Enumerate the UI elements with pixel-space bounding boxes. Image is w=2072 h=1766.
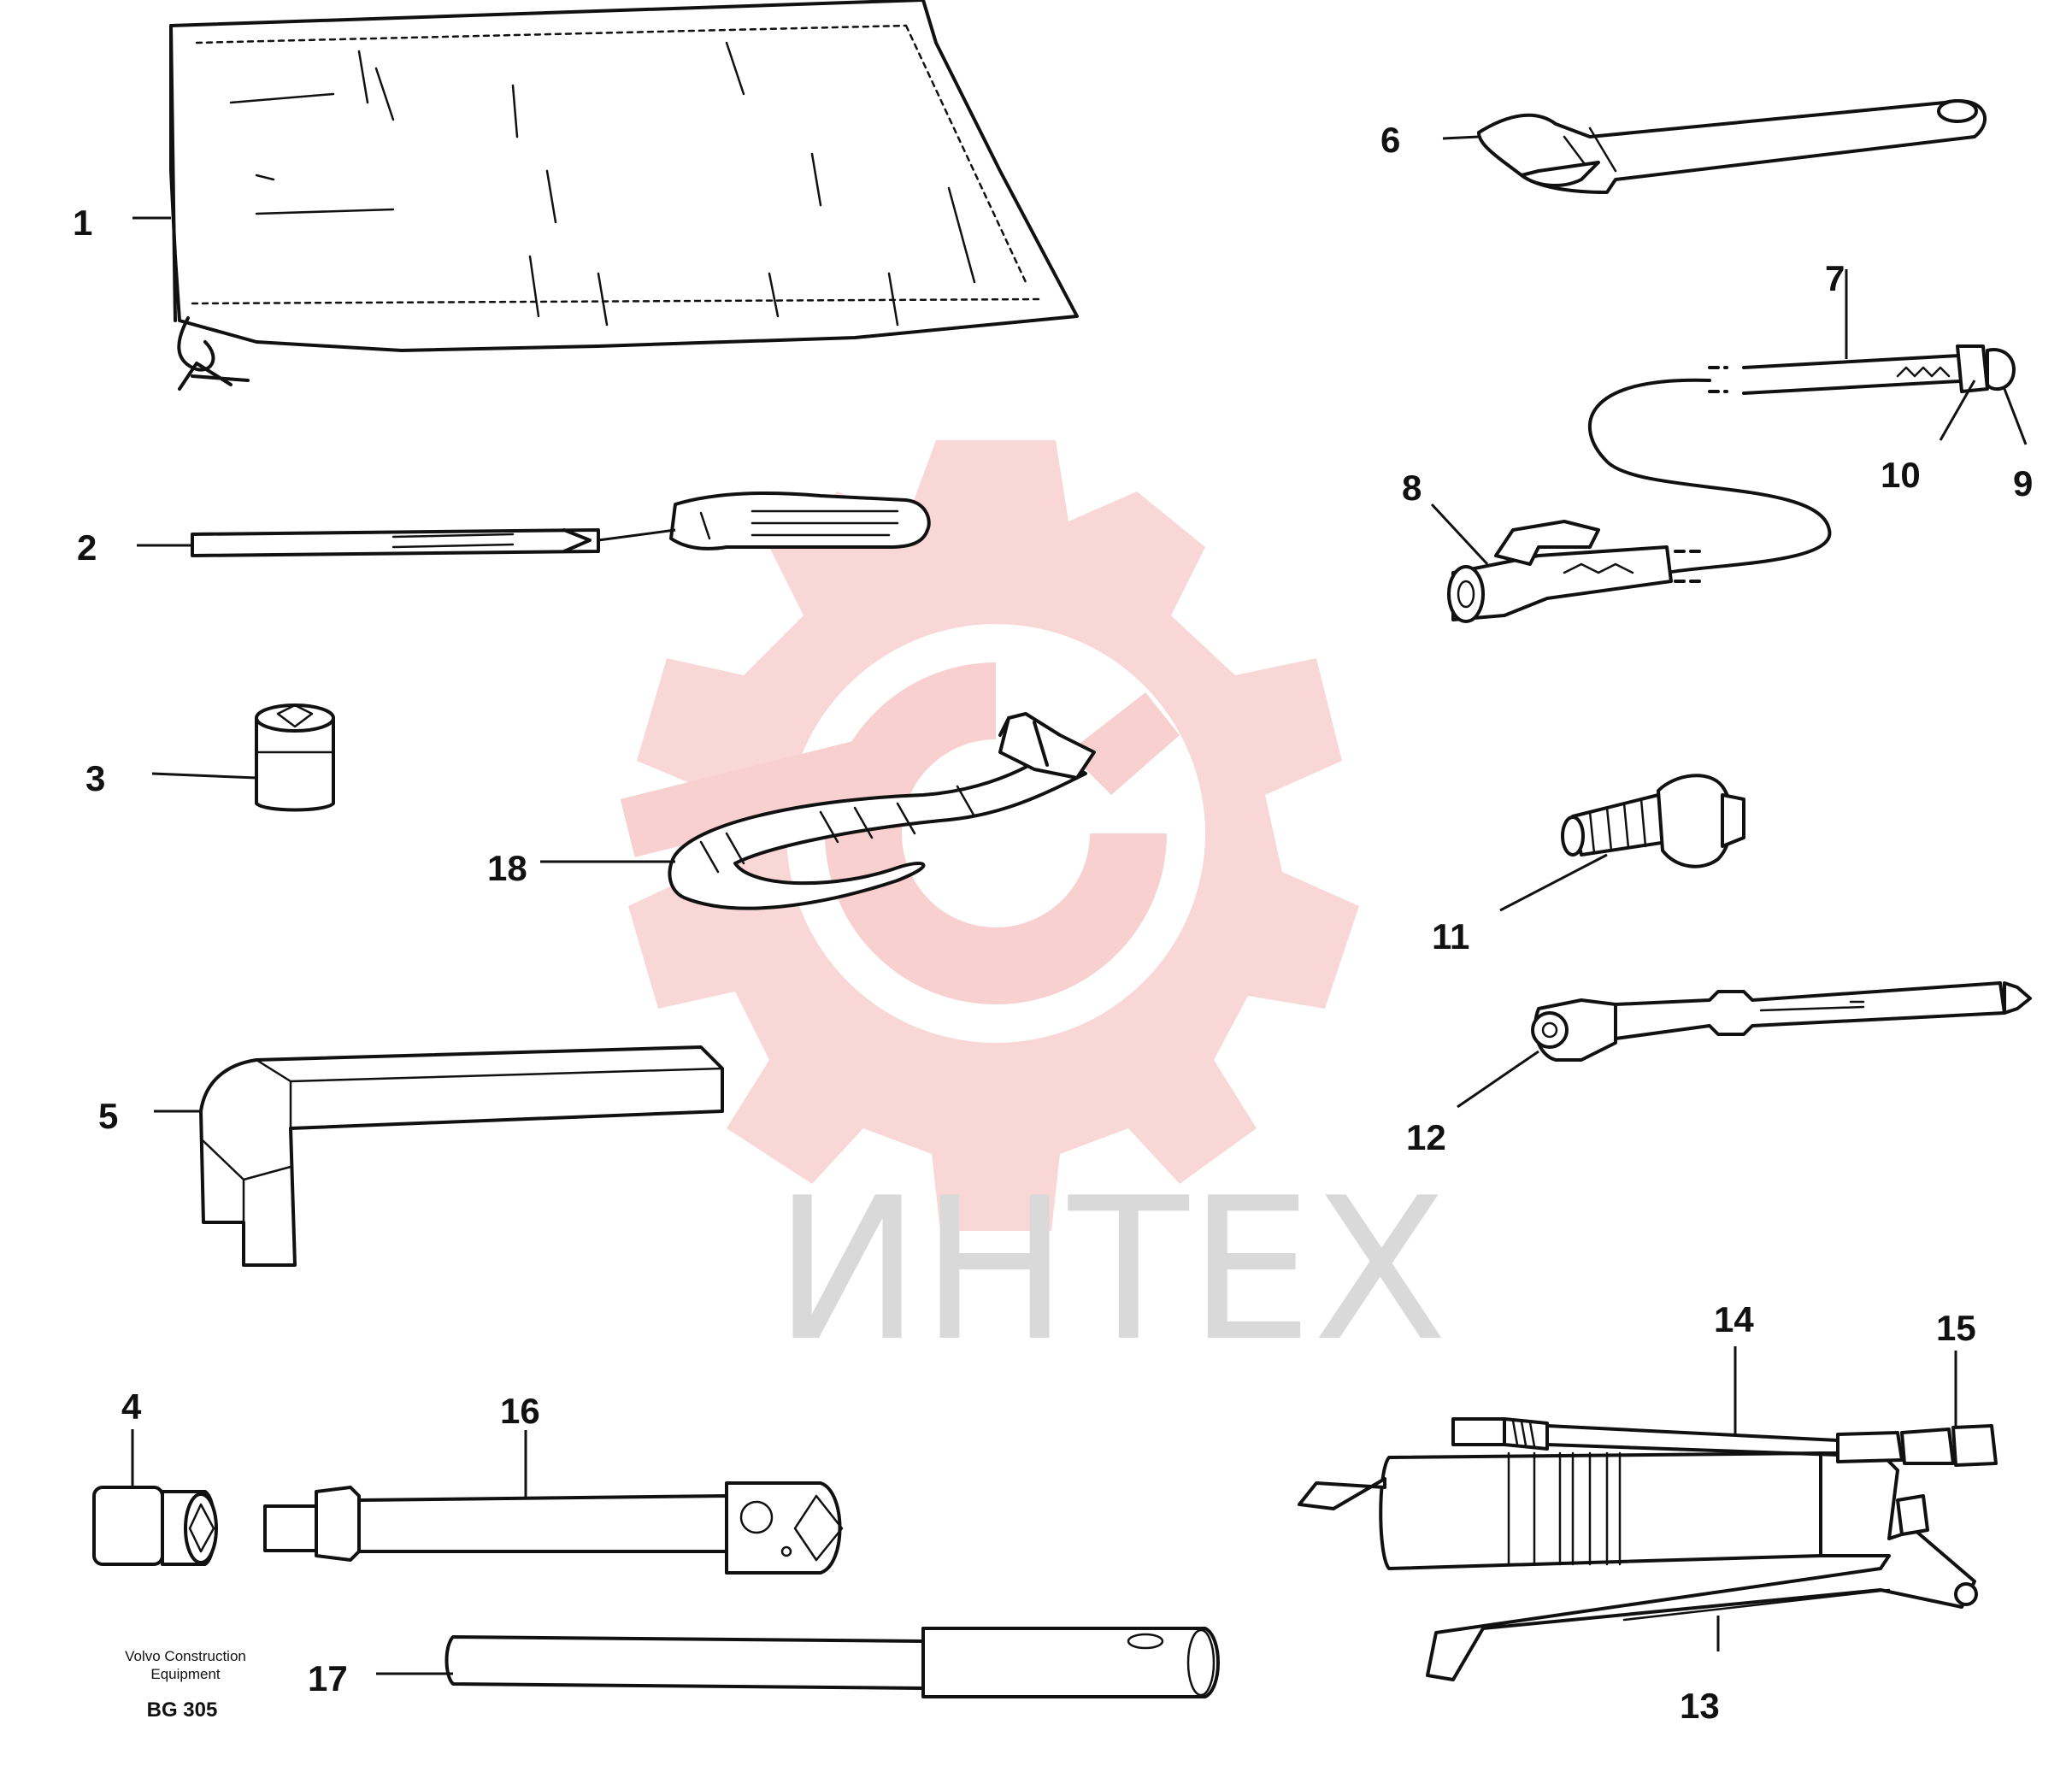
callout-labels: 1 2 3 4 5 6 7 8 9 10 11 12 13 14 15 16 1… bbox=[73, 120, 2033, 1726]
callout-16: 16 bbox=[500, 1391, 540, 1431]
callout-8: 8 bbox=[1402, 468, 1422, 508]
caption-line-2: Equipment bbox=[150, 1666, 221, 1682]
grease-nozzle-icon bbox=[1900, 1424, 1998, 1467]
callout-7: 7 bbox=[1825, 258, 1845, 298]
callout-12: 12 bbox=[1406, 1117, 1446, 1157]
wheel-brace-icon bbox=[263, 1481, 844, 1575]
caption: Volvo Construction Equipment BG 305 bbox=[125, 1648, 246, 1722]
air-chuck-icon bbox=[1447, 520, 1703, 623]
air-hose-icon bbox=[1587, 344, 2016, 574]
callout-3: 3 bbox=[85, 758, 105, 798]
callout-4: 4 bbox=[121, 1386, 142, 1427]
callout-2: 2 bbox=[77, 527, 97, 568]
callout-14: 14 bbox=[1714, 1299, 1754, 1339]
callout-13: 13 bbox=[1680, 1686, 1720, 1726]
socket-small-icon bbox=[255, 703, 335, 812]
tyre-gauge-icon bbox=[1531, 981, 2032, 1062]
callout-1: 1 bbox=[73, 203, 92, 243]
grease-hose-icon bbox=[1451, 1417, 1904, 1463]
callout-15: 15 bbox=[1936, 1308, 1976, 1348]
callout-11: 11 bbox=[1432, 916, 1469, 957]
adapter-nipple-icon bbox=[1561, 774, 1745, 868]
watermark-gear-icon bbox=[620, 440, 1359, 1231]
grease-gun-icon bbox=[1298, 1451, 1978, 1681]
callout-10: 10 bbox=[1881, 455, 1921, 495]
callout-17: 17 bbox=[308, 1658, 348, 1698]
strap-icon bbox=[668, 712, 1096, 910]
bag-icon bbox=[169, 0, 1079, 391]
watermark-text: ИНТЕХ bbox=[774, 1157, 1447, 1385]
tommy-bar-icon bbox=[444, 1627, 1220, 1698]
callout-18: 18 bbox=[487, 848, 527, 888]
caption-code: BG 305 bbox=[147, 1698, 218, 1722]
hex-key-icon bbox=[199, 1045, 724, 1267]
adjustable-wrench-icon bbox=[1477, 99, 1987, 194]
socket-icon bbox=[92, 1486, 218, 1566]
caption-line-1: Volvo Construction bbox=[125, 1648, 246, 1664]
screwdriver-icon bbox=[191, 492, 931, 557]
callout-5: 5 bbox=[98, 1096, 118, 1136]
callout-9: 9 bbox=[2013, 463, 2033, 503]
callout-6: 6 bbox=[1380, 120, 1400, 160]
